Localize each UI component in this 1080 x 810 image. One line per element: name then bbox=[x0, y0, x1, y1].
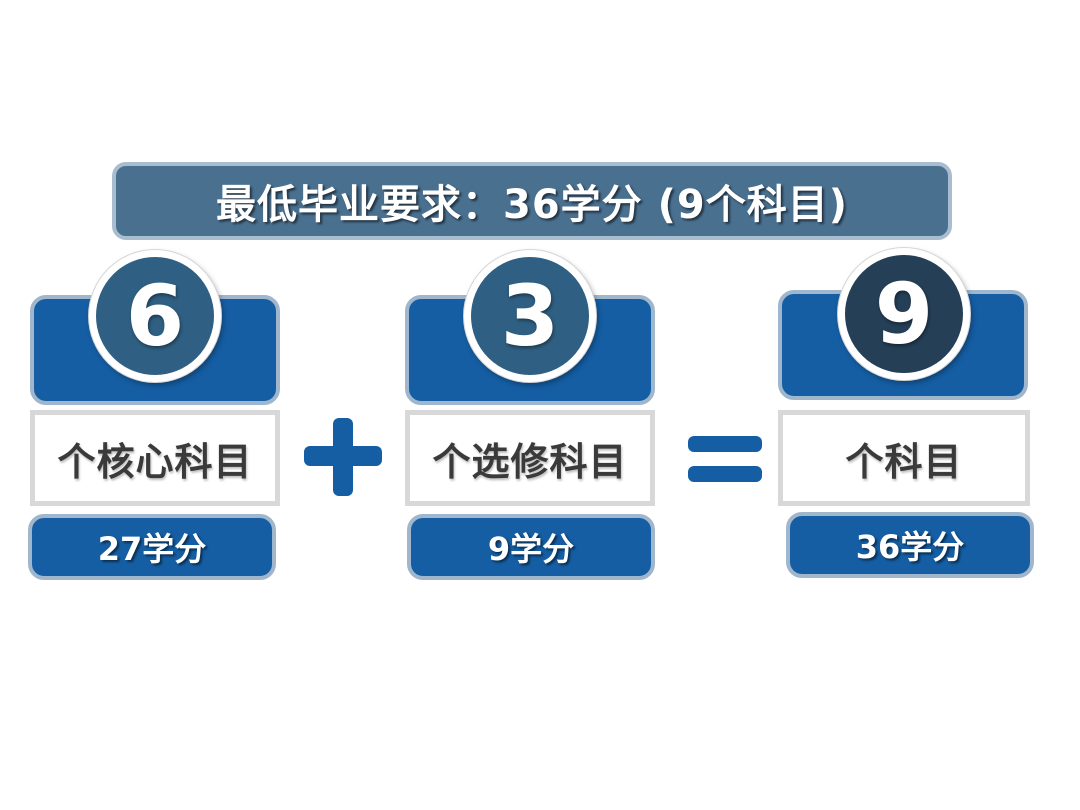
elective-count-number: 3 bbox=[500, 267, 560, 365]
core-credits: 27学分 bbox=[97, 530, 207, 568]
elective-count-circle: 3 bbox=[464, 250, 596, 382]
equals-icon bbox=[688, 436, 762, 482]
total-count-number: 9 bbox=[874, 265, 934, 363]
total-count-circle: 9 bbox=[838, 248, 970, 380]
core-credits-badge: 27学分 bbox=[28, 514, 276, 580]
requirement-banner: 最低毕业要求：36学分 (9个科目) bbox=[112, 162, 952, 240]
elective-credits-badge: 9学分 bbox=[407, 514, 655, 580]
elective-credits: 9学分 bbox=[487, 530, 575, 568]
elective-label: 个选修科目 bbox=[432, 439, 628, 484]
total-credits: 36学分 bbox=[855, 528, 965, 566]
banner-text: 最低毕业要求：36学分 (9个科目) bbox=[216, 182, 848, 228]
total-label: 个科目 bbox=[845, 439, 963, 484]
total-label-box: 个科目 bbox=[778, 410, 1030, 506]
core-count-circle: 6 bbox=[89, 250, 221, 382]
core-count-number: 6 bbox=[125, 267, 185, 365]
core-label: 个核心科目 bbox=[57, 439, 253, 484]
plus-icon bbox=[304, 418, 382, 496]
elective-label-box: 个选修科目 bbox=[405, 410, 655, 506]
core-label-box: 个核心科目 bbox=[30, 410, 280, 506]
total-credits-badge: 36学分 bbox=[786, 512, 1034, 578]
